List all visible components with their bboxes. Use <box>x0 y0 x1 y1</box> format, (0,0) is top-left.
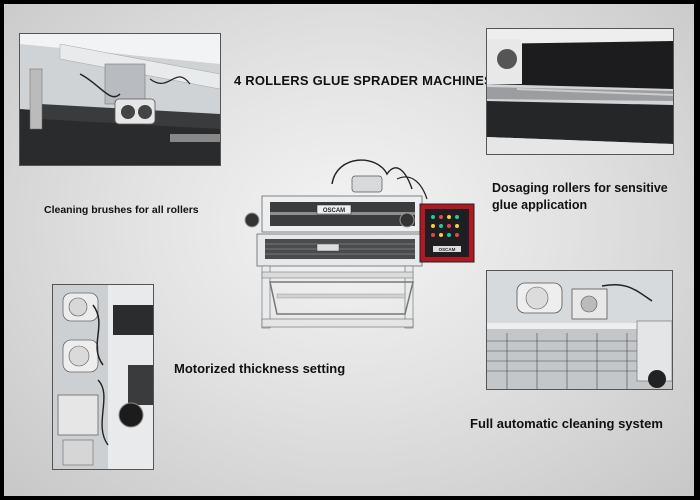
cleaning-brushes-photo <box>19 33 221 166</box>
cleaning-system-photo <box>486 270 673 390</box>
machine-badge-panel: OSCAM <box>439 247 456 252</box>
page-title: 4 ROLLERS GLUE SPRADER MACHINES <box>234 73 494 88</box>
glue-spreader-machine: OSCAM OSCAM <box>237 154 477 334</box>
thickness-motors-photo <box>52 284 154 470</box>
cleaning-brushes-caption: Cleaning brushes for all rollers <box>44 204 199 216</box>
motorized-thickness-caption: Motorized thickness setting <box>174 361 346 376</box>
dosaging-rollers-photo <box>486 28 674 155</box>
auto-cleaning-caption: Full automatic cleaning system <box>470 416 663 431</box>
brochure-page: 4 ROLLERS GLUE SPRADER MACHINES Cleaning… <box>4 4 694 496</box>
dosaging-rollers-caption-line1: Dosaging rollers for sensitive <box>492 181 668 195</box>
dosaging-rollers-caption-line2: glue application <box>492 198 588 212</box>
machine-badge-upper: OSCAM <box>323 208 345 214</box>
